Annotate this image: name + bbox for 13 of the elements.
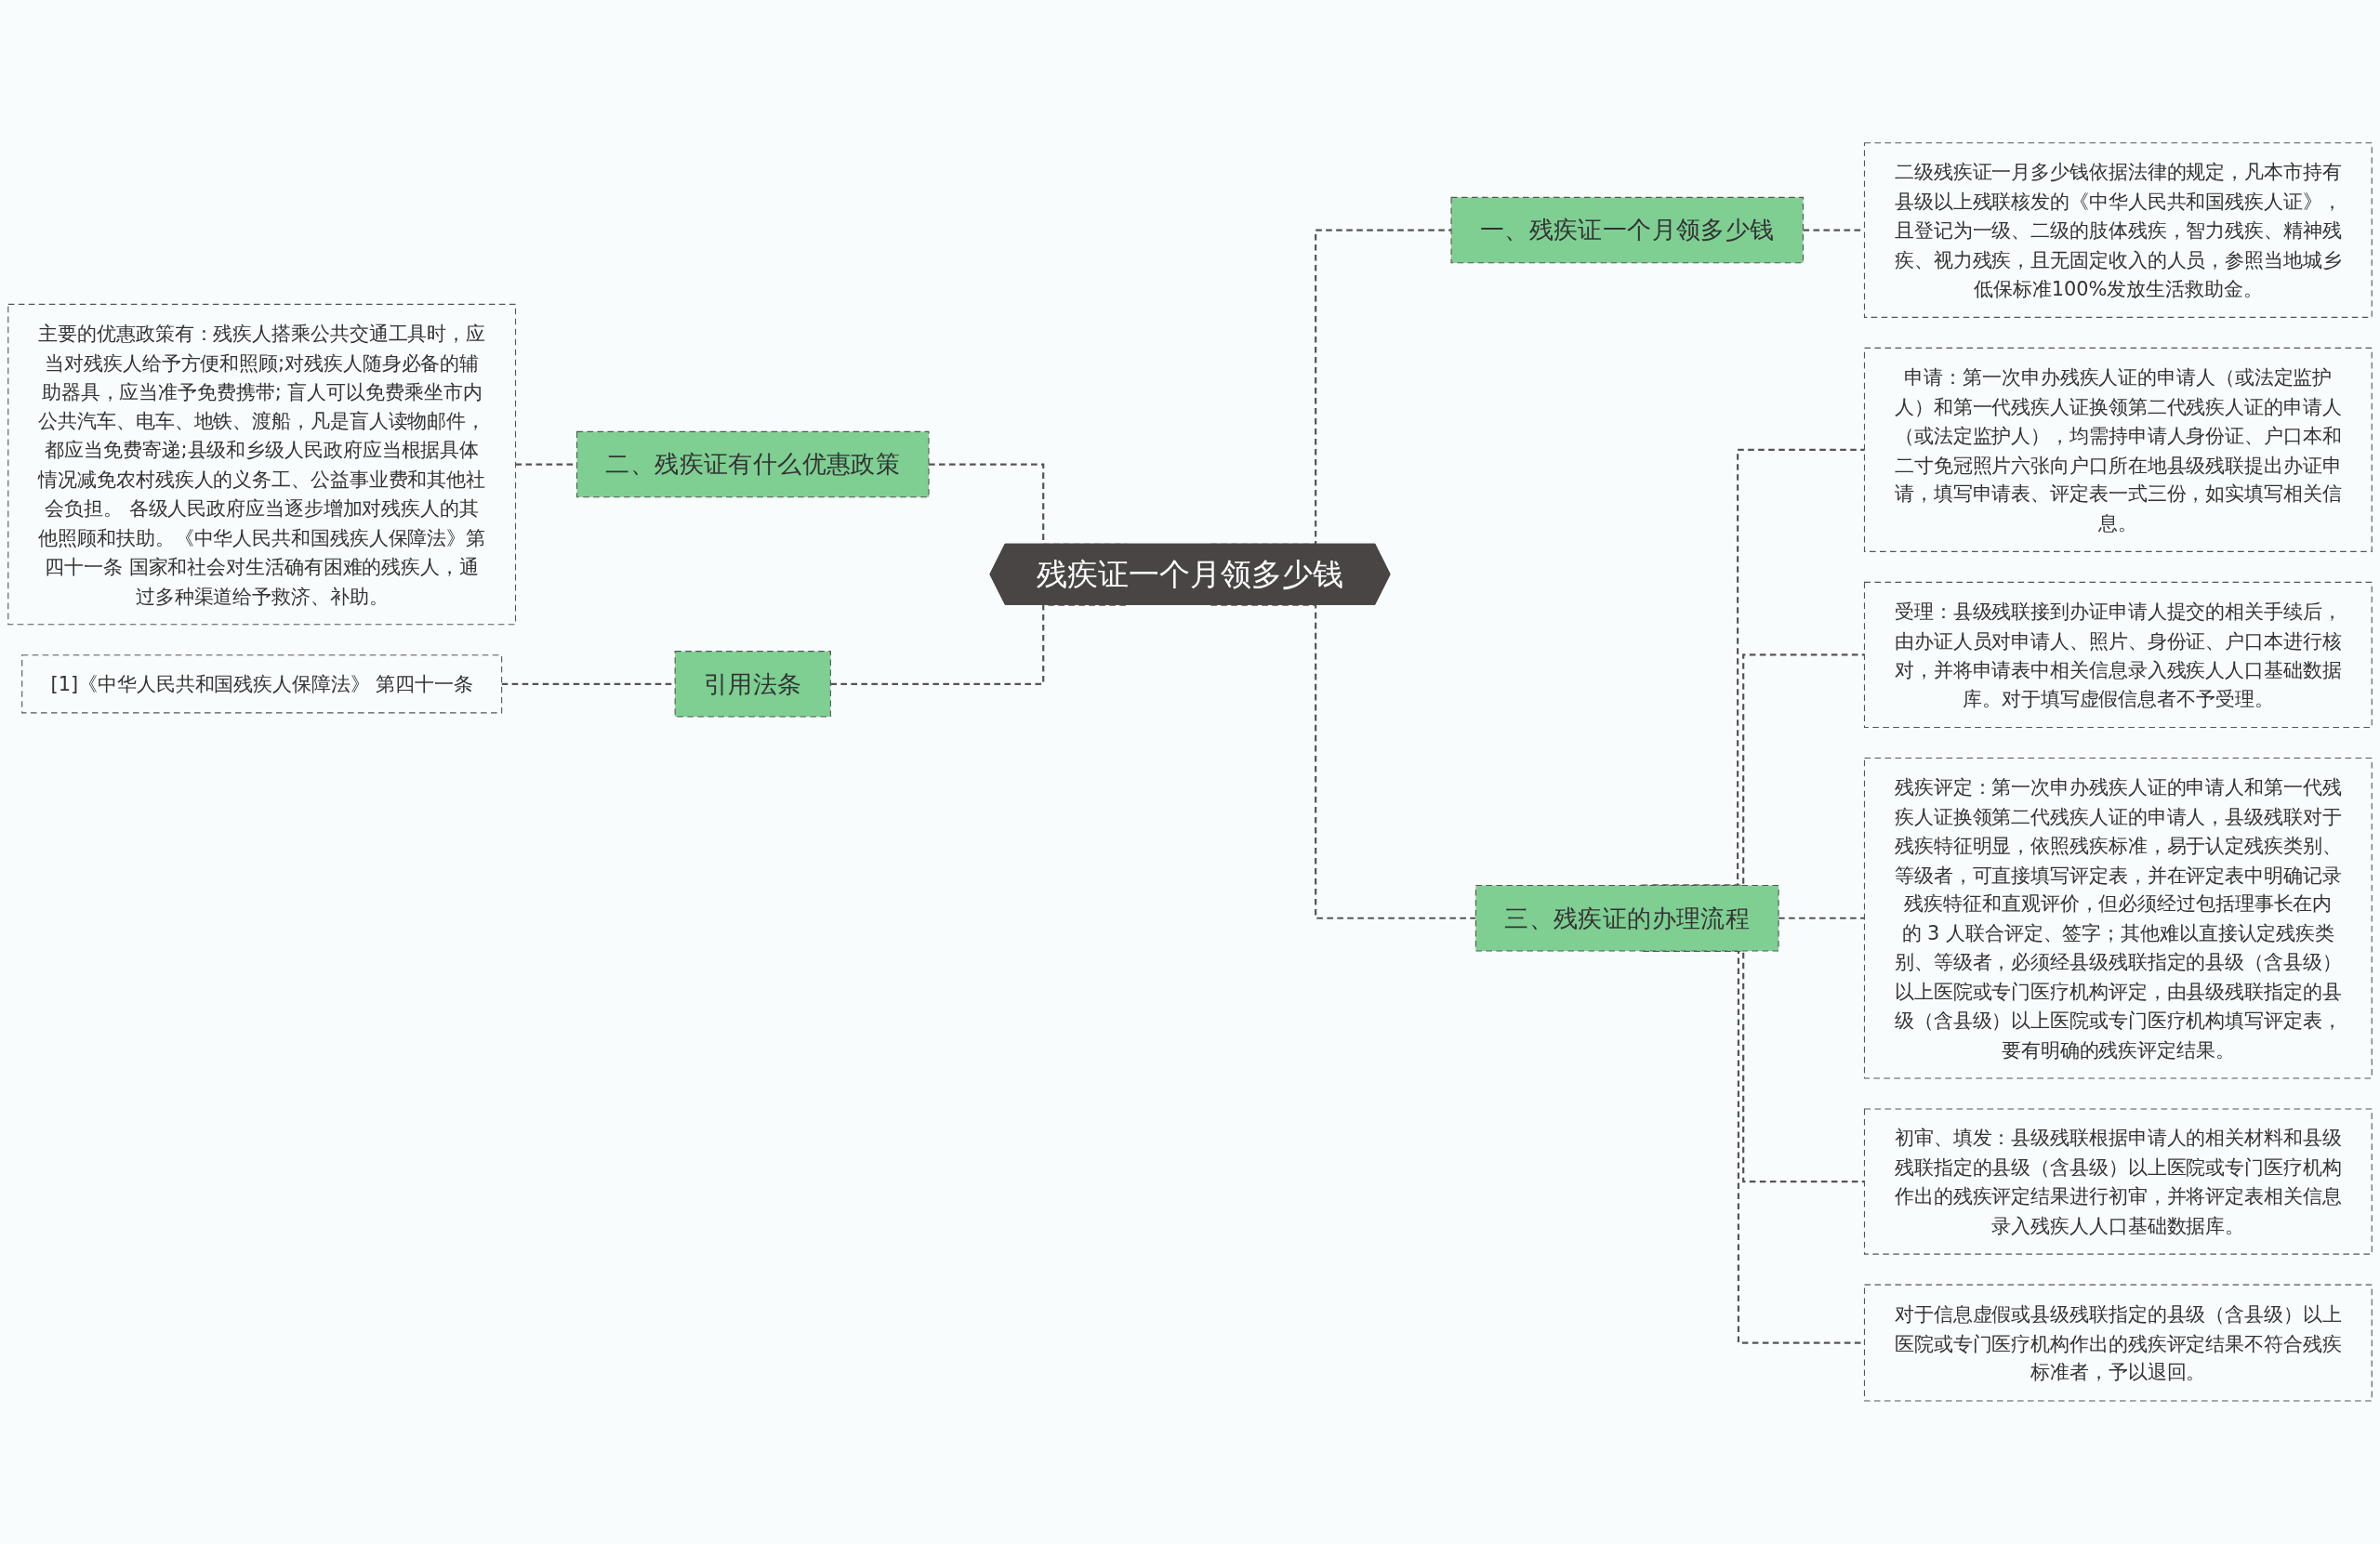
node-box: [1]《中华人民共和国残疾人保障法》 第四十一条 bbox=[21, 654, 503, 714]
node-box: 二级残疾证一月多少钱依据法律的规定，凡本市持有县级以上残联核发的《中华人民共和国残疾人证》，且登记为一级、二级的肢体残疾，智力残疾、精神残疾、视力残疾，且无固定收入的人员，参照当地城乡低保标准100%发放生活救助金。 bbox=[1863, 142, 2373, 318]
node-box: 二、残疾证有什么优惠政策 bbox=[575, 430, 930, 498]
node-box: 三、残疾证的办理流程 bbox=[1474, 885, 1779, 952]
node-box: 受理：县级残联接到办证申请人提交的相关手续后，由办证人员对申请人、照片、身份证、户口本进行核对，并将申请表中相关信息录入残疾人人口基础数据库。对于填写虚假信息者不予受理。 bbox=[1863, 581, 2373, 729]
node-box: 一、残疾证一个月领多少钱 bbox=[1450, 196, 1805, 264]
node-box: 申请：第一次申办残疾人证的申请人（或法定监护人）和第一代残疾人证换领第二代残疾人证的申请人（或法定监护人），均需持申请人身份证、户口本和二寸免冠照片六张向户口所在地县级残联提出办证申请，填写申请表、评定表一式三份，如实填写相关信息。 bbox=[1863, 347, 2373, 552]
node-box: 主要的优惠政策有：残疾人搭乘公共交通工具时，应当对残疾人给予方便和照顾;对残疾人随身必备的辅助器具，应当准予免费携带; 盲人可以免费乘坐市内公共汽车、电车、地铁、渡船，凡是盲人读物邮件，都应当免费寄递;县级和乡级人民政府应当根据具体情况减免农村残疾人的义务工、公益事业费和其他社会负担。 各级人民政府应当逐步增加对残疾人的其他照顾和扶助。《中华人民共和国残疾人保障法》第四十一条 国家和社会对生活确有困难的残疾人，通过多种渠道给予救济、补助。 bbox=[7, 303, 517, 626]
node-box: 初审、填发：县级残联根据申请人的相关材料和县级残联指定的县级（含县级）以上医院或专门医疗机构作出的残疾评定结果进行初审，并将评定表相关信息录入残疾人人口基础数据库。 bbox=[1863, 1108, 2373, 1255]
node-box: 残疾评定：第一次申办残疾人证的申请人和第一代残疾人证换领第二代残疾人证的申请人，县级残联对于残疾特征明显，依照残疾标准，易于认定残疾类别、等级者，可直接填写评定表，并在评定表中明确记录残疾特征和直观评价，但必须经过包括理事长在内的 3 人联合评定、签字；其他难以直接认定残疾类别、等级者，必须经县级残联指定的县级（含县级）以上医院或专门医疗机构评定，由县级残联指定的县级（含县级）以上医院或专门医疗机构填写评定表，要有明确的残疾评定结果。 bbox=[1863, 758, 2373, 1079]
node-box: 引用法条 bbox=[674, 651, 831, 718]
connector bbox=[1778, 917, 1865, 919]
node-box: 对于信息虚假或县级残联指定的县级（含县级）以上医院或专门医疗机构作出的残疾评定结果不符合残疾标准者，予以退回。 bbox=[1863, 1284, 2373, 1402]
